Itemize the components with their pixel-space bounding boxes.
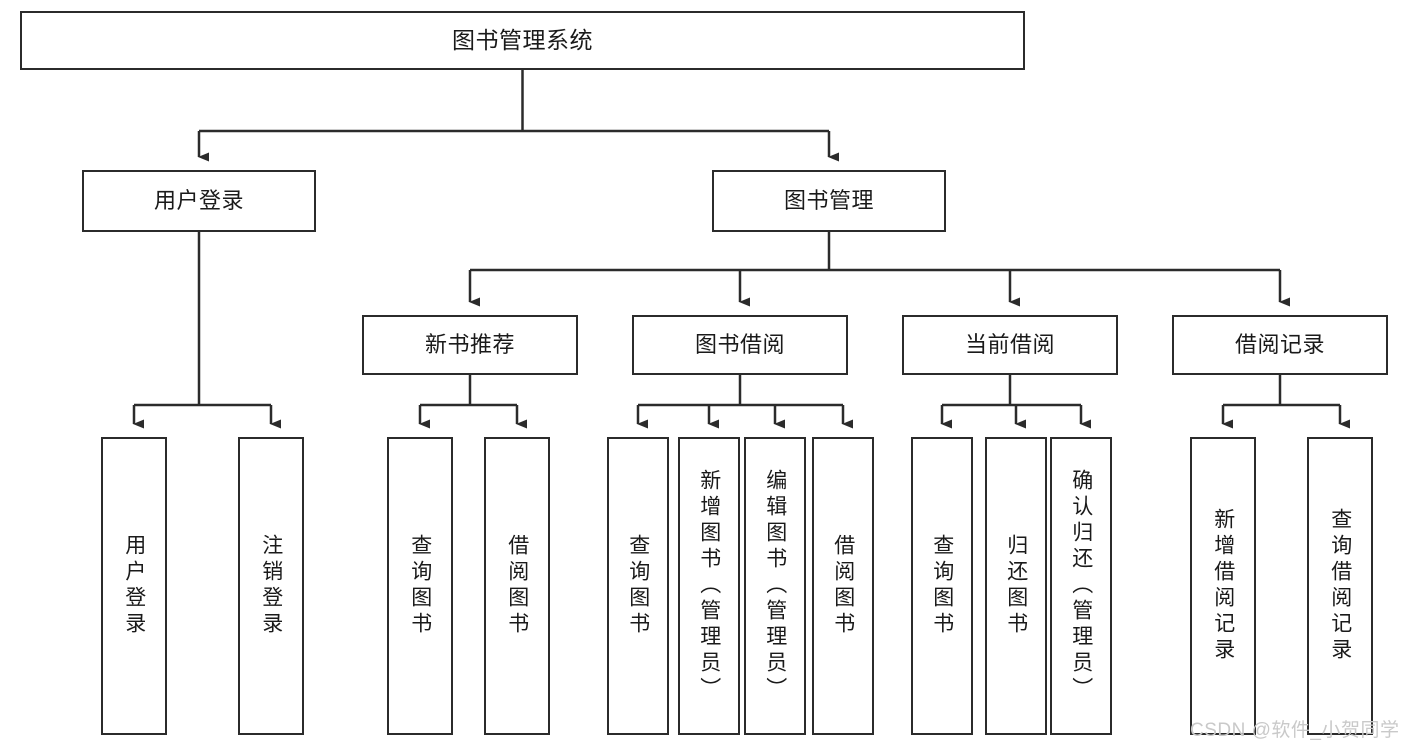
node-level1-book-management[interactable]: 图书管理 — [712, 170, 946, 232]
node-level1-user-login-label: 用户登录 — [153, 188, 244, 214]
node-level2-current-borrow-label: 当前借阅 — [964, 332, 1055, 358]
node-leaf-query-book-borrow-label: 查询图书 — [626, 534, 650, 638]
node-leaf-query-book-current-label: 查询图书 — [930, 534, 954, 638]
node-level1-user-login[interactable]: 用户登录 — [82, 170, 316, 232]
node-level2-book-borrow[interactable]: 图书借阅 — [632, 315, 848, 375]
node-leaf-confirm-return-admin[interactable]: 确认归还（管理员） — [1050, 437, 1112, 735]
node-leaf-query-book-recommend-label: 查询图书 — [408, 534, 432, 638]
node-leaf-user-login[interactable]: 用户登录 — [101, 437, 167, 735]
node-level2-borrow-record-label: 借阅记录 — [1234, 332, 1325, 358]
node-leaf-add-book-admin-label: 新增图书（管理员） — [697, 469, 721, 703]
node-leaf-confirm-return-admin-label: 确认归还（管理员） — [1069, 469, 1093, 703]
node-leaf-return-book-label: 归还图书 — [1004, 534, 1028, 638]
node-leaf-logout[interactable]: 注销登录 — [238, 437, 304, 735]
node-level2-book-borrow-label: 图书借阅 — [694, 332, 785, 358]
node-level2-new-book-recommend-label: 新书推荐 — [424, 332, 515, 358]
node-root-label: 图书管理系统 — [452, 27, 593, 54]
node-leaf-query-borrow-record-label: 查询借阅记录 — [1328, 508, 1352, 664]
node-level2-new-book-recommend[interactable]: 新书推荐 — [362, 315, 578, 375]
node-leaf-add-borrow-record-label: 新增借阅记录 — [1211, 508, 1235, 664]
node-leaf-borrow-book-recommend-label: 借阅图书 — [505, 534, 529, 638]
node-leaf-query-book-current[interactable]: 查询图书 — [911, 437, 973, 735]
node-leaf-edit-book-admin-label: 编辑图书（管理员） — [763, 469, 787, 703]
node-leaf-borrow-book[interactable]: 借阅图书 — [812, 437, 874, 735]
node-level1-book-management-label: 图书管理 — [783, 188, 874, 214]
node-leaf-add-borrow-record[interactable]: 新增借阅记录 — [1190, 437, 1256, 735]
node-leaf-borrow-book-label: 借阅图书 — [831, 534, 855, 638]
node-leaf-user-login-label: 用户登录 — [122, 534, 146, 638]
node-leaf-query-borrow-record[interactable]: 查询借阅记录 — [1307, 437, 1373, 735]
node-leaf-query-book-recommend[interactable]: 查询图书 — [387, 437, 453, 735]
watermark-text: CSDN @软件_小贺同学 — [1190, 720, 1400, 741]
node-leaf-query-book-borrow[interactable]: 查询图书 — [607, 437, 669, 735]
node-level2-current-borrow[interactable]: 当前借阅 — [902, 315, 1118, 375]
node-leaf-edit-book-admin[interactable]: 编辑图书（管理员） — [744, 437, 806, 735]
node-root[interactable]: 图书管理系统 — [20, 11, 1025, 70]
node-leaf-borrow-book-recommend[interactable]: 借阅图书 — [484, 437, 550, 735]
node-leaf-add-book-admin[interactable]: 新增图书（管理员） — [678, 437, 740, 735]
node-leaf-return-book[interactable]: 归还图书 — [985, 437, 1047, 735]
node-leaf-logout-label: 注销登录 — [259, 534, 283, 638]
node-level2-borrow-record[interactable]: 借阅记录 — [1172, 315, 1388, 375]
